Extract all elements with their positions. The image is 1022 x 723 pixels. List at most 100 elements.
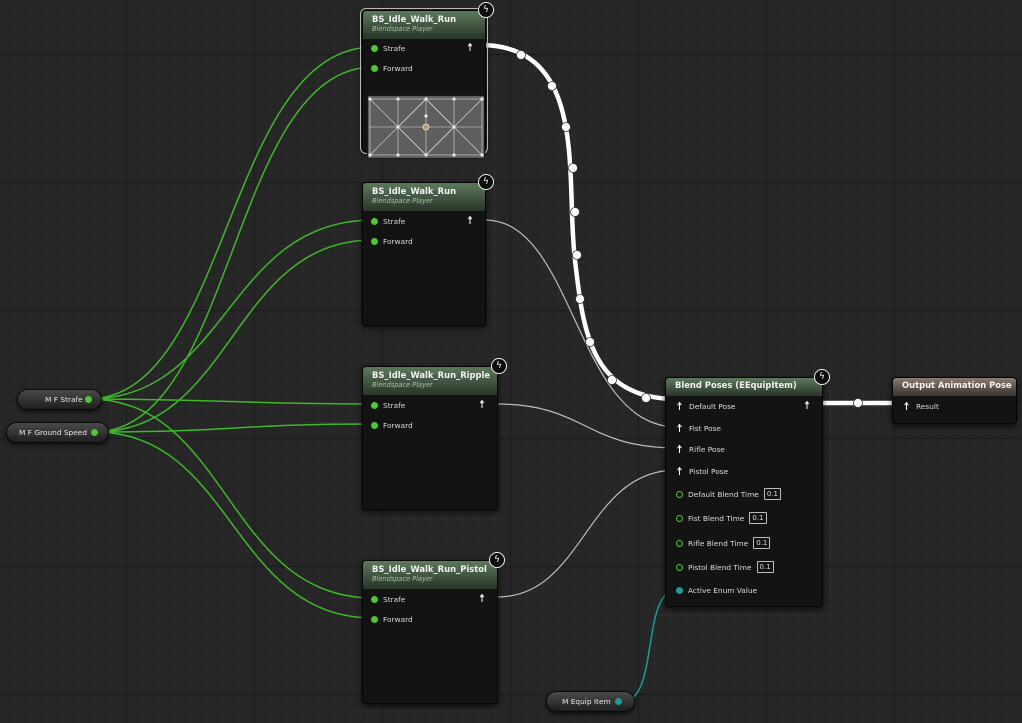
pin-label: Default Blend Time — [688, 489, 759, 499]
wire-speed-bs2 — [93, 239, 375, 433]
pose-output-icon[interactable]: ☨ — [479, 398, 485, 411]
pin-label: Forward — [383, 63, 413, 73]
pin-strafe[interactable]: Strafe — [371, 42, 405, 54]
pin-strafe[interactable]: Strafe — [371, 215, 405, 227]
pin-fist-pose[interactable]: ☨ Fist Pose — [675, 422, 721, 434]
pin-label: Rifle Pose — [689, 444, 725, 454]
pin-label: Strafe — [383, 594, 406, 604]
pose-input-icon[interactable]: ☨ — [676, 464, 683, 478]
lightning-bolt-icon: ϟ — [478, 2, 494, 18]
node-subtitle: Blendspace Player — [372, 575, 433, 583]
float-pin-icon[interactable] — [371, 421, 378, 429]
float-pin-icon[interactable] — [371, 401, 378, 409]
node-header[interactable]: BS_Idle_Walk_Run_Ripple Blendspace Playe… — [363, 367, 497, 395]
pin-pistol-blend-time[interactable]: Pistol Blend Time 0.1 — [676, 561, 774, 573]
blendspace-node-idle-walk-run-2[interactable]: BS_Idle_Walk_Run Blendspace Player Straf… — [362, 182, 486, 326]
node-title: BS_Idle_Walk_Run — [372, 186, 457, 196]
pin-result[interactable]: ☨ Result — [902, 400, 939, 412]
pose-input-icon[interactable]: ☨ — [676, 399, 683, 413]
wire-strafe-bs2 — [87, 219, 375, 400]
lightning-bolt-icon: ϟ — [814, 369, 830, 385]
wire-bs1-default-pose — [477, 42, 680, 402]
pin-active-enum-value[interactable]: Active Enum Value — [676, 584, 757, 596]
node-title: BS_Idle_Walk_Run_Pistol — [372, 564, 487, 574]
pin-forward[interactable]: Forward — [371, 235, 413, 247]
node-title: Blend Poses (EEquipItem) — [675, 380, 797, 390]
enum-pin-icon[interactable] — [676, 586, 683, 594]
float-pin-icon[interactable] — [371, 217, 378, 225]
blendspace-node-idle-walk-run-1[interactable]: BS_Idle_Walk_Run Blendspace Player Straf… — [360, 8, 488, 159]
float-pin-icon[interactable] — [85, 396, 92, 403]
blend-poses-node[interactable]: Blend Poses (EEquipItem) ☨ Default Pose … — [665, 377, 823, 607]
pin-fist-blend-time[interactable]: Fist Blend Time 0.1 — [676, 512, 767, 524]
node-title: BS_Idle_Walk_Run_Ripple — [372, 370, 491, 380]
pin-rifle-pose[interactable]: ☨ Rifle Pose — [675, 443, 725, 455]
node-header[interactable]: BS_Idle_Walk_Run Blendspace Player — [363, 11, 485, 39]
variable-label: M Equip Item — [562, 697, 611, 706]
exec-flow-beads — [516, 50, 863, 408]
wire-bs2-fist-pose — [484, 219, 678, 428]
wire-bs3-rifle-pose — [496, 403, 678, 449]
blendspace-node-idle-walk-run-ripple[interactable]: BS_Idle_Walk_Run_Ripple Blendspace Playe… — [362, 366, 498, 510]
float-pin-icon[interactable] — [371, 44, 378, 52]
pin-label: Pistol Pose — [689, 466, 729, 476]
variable-node-strafe[interactable]: M F Strafe — [17, 389, 102, 410]
pin-label: Forward — [383, 614, 413, 624]
wire-speed-bs3 — [93, 423, 375, 433]
pose-output-icon[interactable]: ☨ — [804, 399, 810, 412]
node-title: BS_Idle_Walk_Run — [372, 14, 457, 24]
lightning-bolt-icon: ϟ — [489, 552, 505, 568]
pistol-blend-time-field[interactable]: 0.1 — [756, 561, 774, 573]
variable-label: M F Strafe — [45, 395, 83, 404]
variable-node-equip-item[interactable]: M Equip Item — [546, 691, 635, 712]
wire-speed-bs4 — [93, 431, 375, 619]
wire-strafe-bs4 — [87, 398, 375, 599]
output-animation-pose-node[interactable]: Output Animation Pose ☨ Result — [892, 377, 1017, 424]
node-header[interactable]: BS_Idle_Walk_Run Blendspace Player — [363, 183, 485, 211]
float-pin-icon[interactable] — [371, 64, 378, 72]
pin-label: Result — [916, 401, 939, 411]
node-header[interactable]: BS_Idle_Walk_Run_Pistol Blendspace Playe… — [363, 561, 497, 589]
node-title: Output Animation Pose — [902, 380, 1012, 390]
pose-output-icon[interactable]: ☨ — [467, 214, 473, 227]
pin-strafe[interactable]: Strafe — [371, 593, 405, 605]
enum-pin-icon[interactable] — [615, 698, 622, 705]
pose-output-icon[interactable]: ☨ — [467, 41, 473, 54]
fist-blend-time-field[interactable]: 0.1 — [749, 512, 767, 524]
node-header[interactable]: Blend Poses (EEquipItem) — [666, 378, 822, 396]
pose-output-icon[interactable]: ☨ — [479, 592, 485, 605]
float-pin-icon[interactable] — [371, 615, 378, 623]
pin-label: Forward — [383, 236, 413, 246]
float-pin-icon[interactable] — [676, 563, 683, 571]
blendspace-node-idle-walk-run-pistol[interactable]: BS_Idle_Walk_Run_Pistol Blendspace Playe… — [362, 560, 498, 704]
float-pin-icon[interactable] — [676, 539, 683, 547]
pin-forward[interactable]: Forward — [371, 613, 413, 625]
pin-strafe[interactable]: Strafe — [371, 399, 405, 411]
float-pin-icon[interactable] — [371, 595, 378, 603]
lightning-bolt-icon: ϟ — [478, 174, 494, 190]
pin-label: Strafe — [383, 216, 406, 226]
pin-rifle-blend-time[interactable]: Rifle Blend Time 0.1 — [676, 537, 771, 549]
pin-default-blend-time[interactable]: Default Blend Time 0.1 — [676, 488, 781, 500]
default-blend-time-field[interactable]: 0.1 — [763, 488, 781, 500]
pin-forward[interactable]: Forward — [371, 419, 413, 431]
float-pin-icon[interactable] — [371, 237, 378, 245]
pose-input-icon[interactable]: ☨ — [903, 399, 910, 413]
pose-input-icon[interactable]: ☨ — [676, 442, 683, 456]
pin-forward[interactable]: Forward — [371, 62, 413, 74]
variable-node-ground-speed[interactable]: M F Ground Speed — [6, 422, 109, 443]
float-pin-icon[interactable] — [91, 429, 98, 436]
pin-label: Forward — [383, 420, 413, 430]
pin-label: Fist Blend Time — [688, 513, 745, 523]
float-pin-icon[interactable] — [676, 490, 683, 498]
pin-label: Active Enum Value — [688, 585, 758, 595]
pin-pistol-pose[interactable]: ☨ Pistol Pose — [675, 464, 729, 478]
node-header[interactable]: Output Animation Pose — [893, 378, 1016, 396]
pin-default-pose[interactable]: ☨ Default Pose — [675, 399, 736, 413]
pose-input-icon[interactable]: ☨ — [676, 421, 683, 435]
float-pin-icon[interactable] — [676, 514, 683, 522]
node-subtitle: Blendspace Player — [372, 197, 433, 205]
pin-label: Rifle Blend Time — [688, 538, 749, 548]
rifle-blend-time-field[interactable]: 0.1 — [753, 537, 771, 549]
